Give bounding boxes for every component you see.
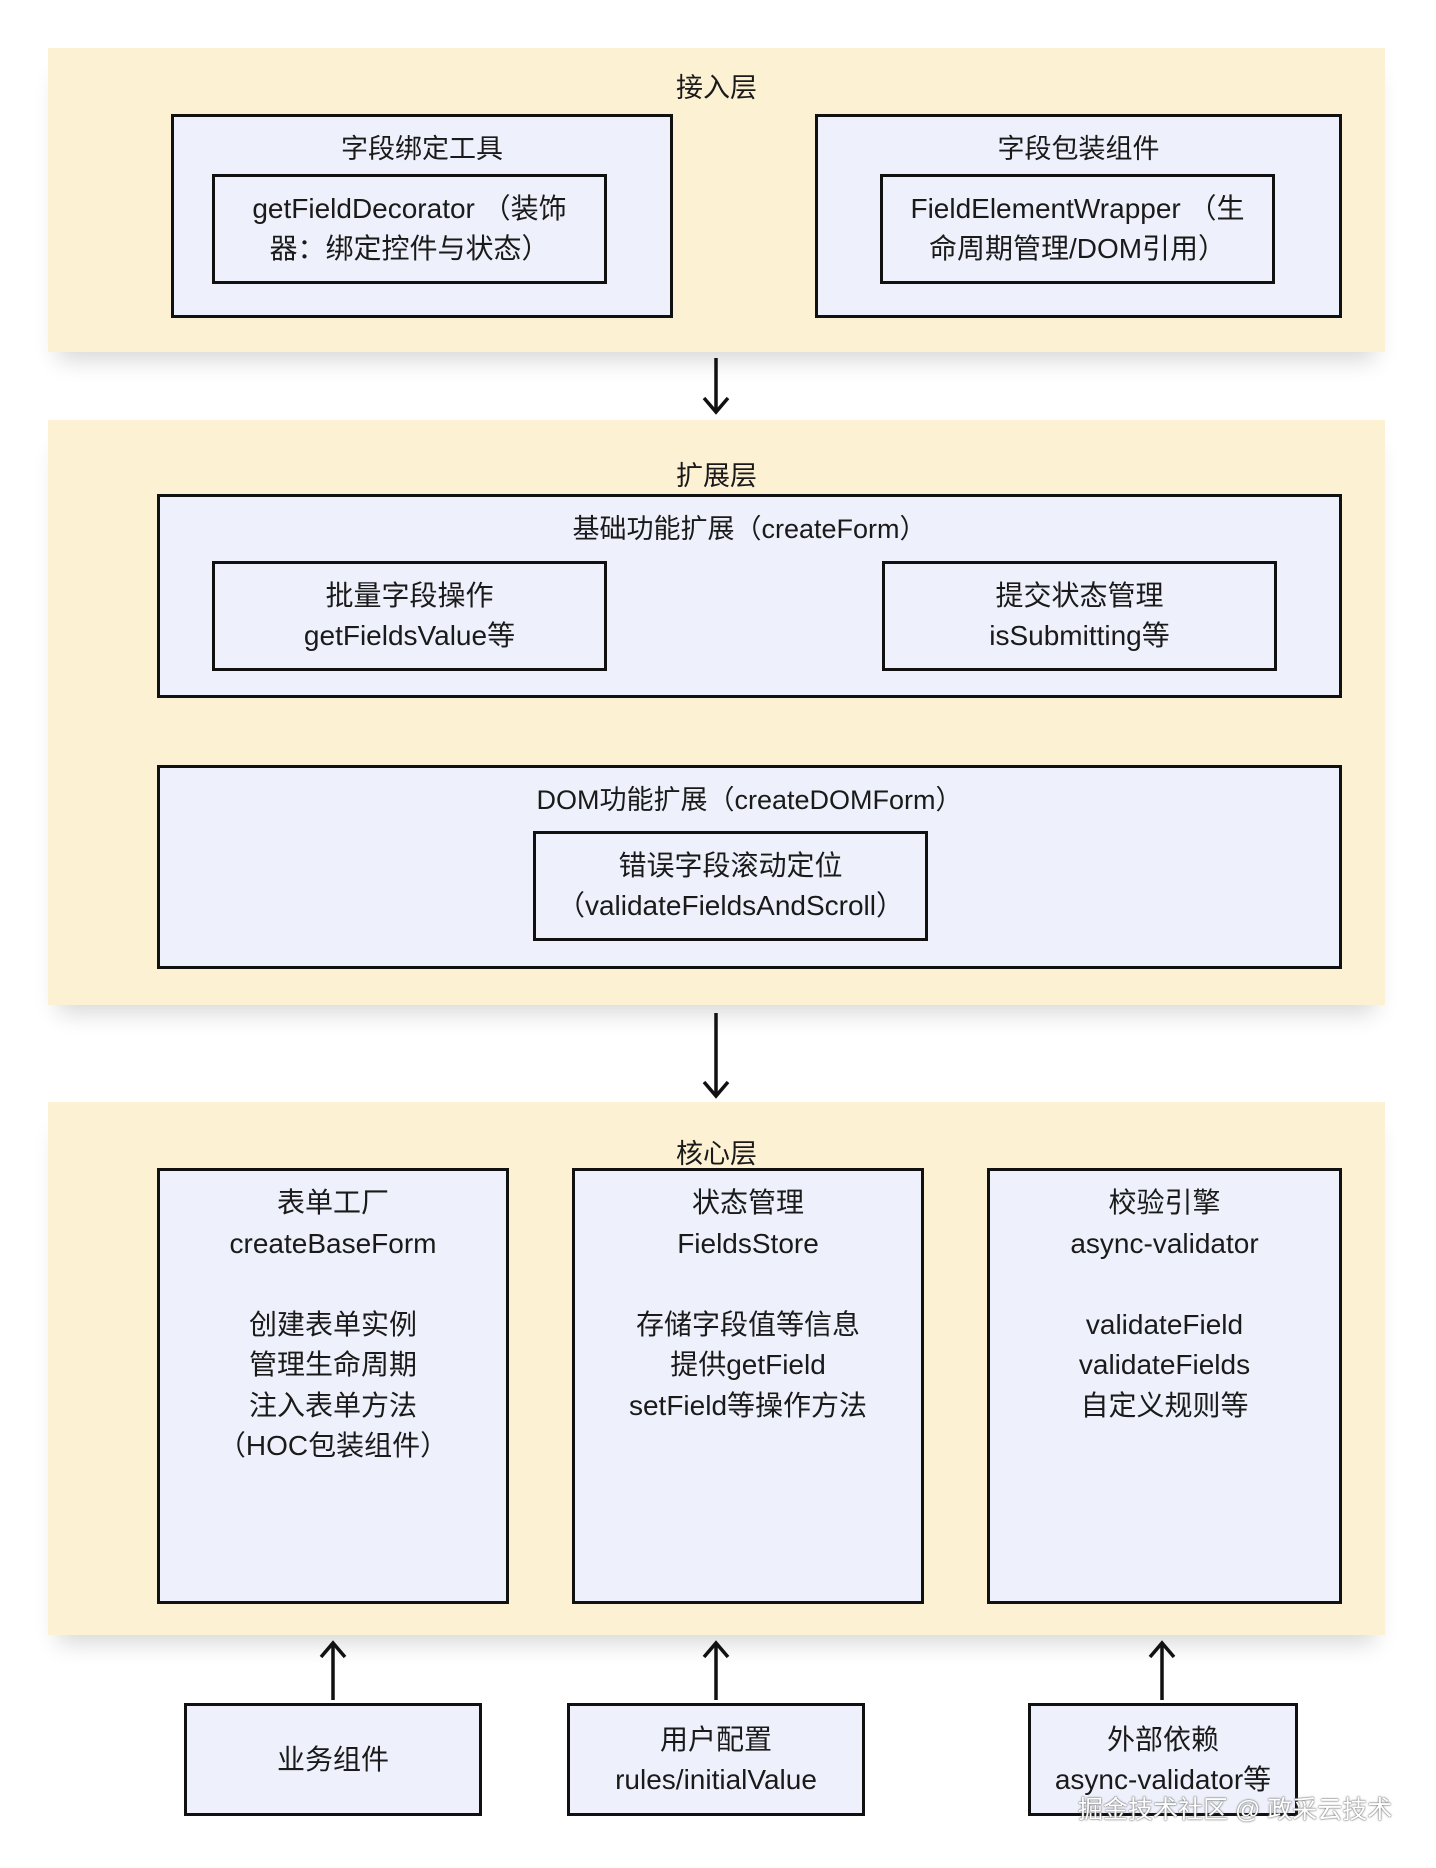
validation-engine-detail-1: validateField <box>1085 1308 1244 1340</box>
state-management-detail-3: setField等操作方法 <box>628 1389 868 1421</box>
form-factory-title: 表单工厂 <box>276 1187 389 1218</box>
access-layer-title: 接入层 <box>676 73 757 103</box>
batch-field-ops-line-2: getFieldsValue等 <box>303 620 516 651</box>
basic-extension-box: 基础功能扩展（createForm） 批量字段操作 getFieldsValue… <box>157 494 1342 698</box>
validation-engine-detail-3: 自定义规则等 <box>1080 1389 1249 1421</box>
field-element-wrapper-line-2: 命周期管理/DOM引用） <box>928 233 1227 264</box>
form-factory-detail-1: 创建表单实例 <box>248 1308 417 1340</box>
state-management-detail-2: 提供getField <box>670 1349 826 1380</box>
validation-engine-box: 校验引擎 async-validator validateField valid… <box>987 1168 1342 1604</box>
user-config-detail: rules/initialValue <box>615 1763 817 1795</box>
error-scroll-box: 错误字段滚动定位 （validateFieldsAndScroll） <box>533 831 928 941</box>
arrow-access-to-extension <box>702 358 730 415</box>
batch-field-ops-box: 批量字段操作 getFieldsValue等 <box>212 561 607 671</box>
form-factory-detail-4: （HOC包装组件） <box>217 1430 449 1461</box>
state-management-title: 状态管理 <box>691 1187 804 1218</box>
form-factory-detail-3: 注入表单方法 <box>248 1389 417 1421</box>
extension-layer: 扩展层 基础功能扩展（createForm） 批量字段操作 getFieldsV… <box>48 420 1385 1005</box>
get-field-decorator-line-1: getFieldDecorator （装饰 <box>252 193 567 224</box>
get-field-decorator-box: getFieldDecorator （装饰 器：绑定控件与状态） <box>212 174 607 284</box>
get-field-decorator-line-2: 器：绑定控件与状态） <box>269 233 550 264</box>
submit-state-box: 提交状态管理 isSubmitting等 <box>882 561 1277 671</box>
submit-state-line-1: 提交状态管理 <box>995 580 1164 611</box>
watermark-text: 掘金技术社区 @ 政采云技术 <box>1078 1796 1393 1824</box>
user-config-label: 用户配置 <box>659 1723 772 1755</box>
field-element-wrapper-line-1: FieldElementWrapper （生 <box>910 193 1245 224</box>
arrow-user-config-to-core <box>702 1640 730 1700</box>
state-management-box: 状态管理 FieldsStore 存储字段值等信息 提供getField set… <box>572 1168 924 1604</box>
core-layer-title: 核心层 <box>676 1139 757 1169</box>
form-factory-name: createBaseForm <box>229 1227 437 1259</box>
field-wrapper-component-title: 字段包装组件 <box>997 134 1160 164</box>
field-element-wrapper-box: FieldElementWrapper （生 命周期管理/DOM引用） <box>880 174 1275 284</box>
validation-engine-detail-2: validateFields <box>1078 1349 1251 1380</box>
submit-state-line-2: isSubmitting等 <box>989 620 1170 651</box>
form-factory-detail-2: 管理生命周期 <box>248 1349 417 1380</box>
external-dependency-box: 外部依赖 async-validator等 <box>1028 1703 1298 1816</box>
state-management-detail-1: 存储字段值等信息 <box>635 1308 860 1340</box>
dom-extension-box: DOM功能扩展（createDOMForm） 错误字段滚动定位 （validat… <box>157 765 1342 969</box>
arrow-business-to-core <box>319 1640 347 1700</box>
validation-engine-title: 校验引擎 <box>1108 1187 1221 1218</box>
business-component-box: 业务组件 <box>184 1703 482 1816</box>
user-config-box: 用户配置 rules/initialValue <box>567 1703 865 1816</box>
error-scroll-line-1: 错误字段滚动定位 <box>618 850 843 881</box>
field-binding-tool-box: 字段绑定工具 getFieldDecorator （装饰 器：绑定控件与状态） <box>171 114 673 318</box>
external-dependency-detail: async-validator等 <box>1054 1763 1272 1795</box>
state-management-name: FieldsStore <box>677 1227 819 1259</box>
core-layer: 核心层 表单工厂 createBaseForm 创建表单实例 管理生命周期 注入… <box>48 1102 1385 1635</box>
form-factory-box: 表单工厂 createBaseForm 创建表单实例 管理生命周期 注入表单方法… <box>157 1168 509 1604</box>
arrow-external-to-core <box>1148 1640 1176 1700</box>
arrow-extension-to-core <box>702 1013 730 1099</box>
validation-engine-name: async-validator <box>1070 1227 1259 1259</box>
dom-extension-title: DOM功能扩展（createDOMForm） <box>536 785 963 815</box>
basic-extension-title: 基础功能扩展（createForm） <box>572 514 927 544</box>
business-component-label: 业务组件 <box>276 1743 389 1775</box>
field-binding-tool-title: 字段绑定工具 <box>341 134 503 164</box>
field-wrapper-component-box: 字段包装组件 FieldElementWrapper （生 命周期管理/DOM引… <box>815 114 1342 318</box>
access-layer: 接入层 字段绑定工具 getFieldDecorator （装饰 器：绑定控件与… <box>48 48 1385 352</box>
error-scroll-line-2: （validateFieldsAndScroll） <box>556 890 905 921</box>
external-dependency-label: 外部依赖 <box>1106 1723 1219 1755</box>
batch-field-ops-line-1: 批量字段操作 <box>325 580 494 611</box>
extension-layer-title: 扩展层 <box>676 461 757 491</box>
